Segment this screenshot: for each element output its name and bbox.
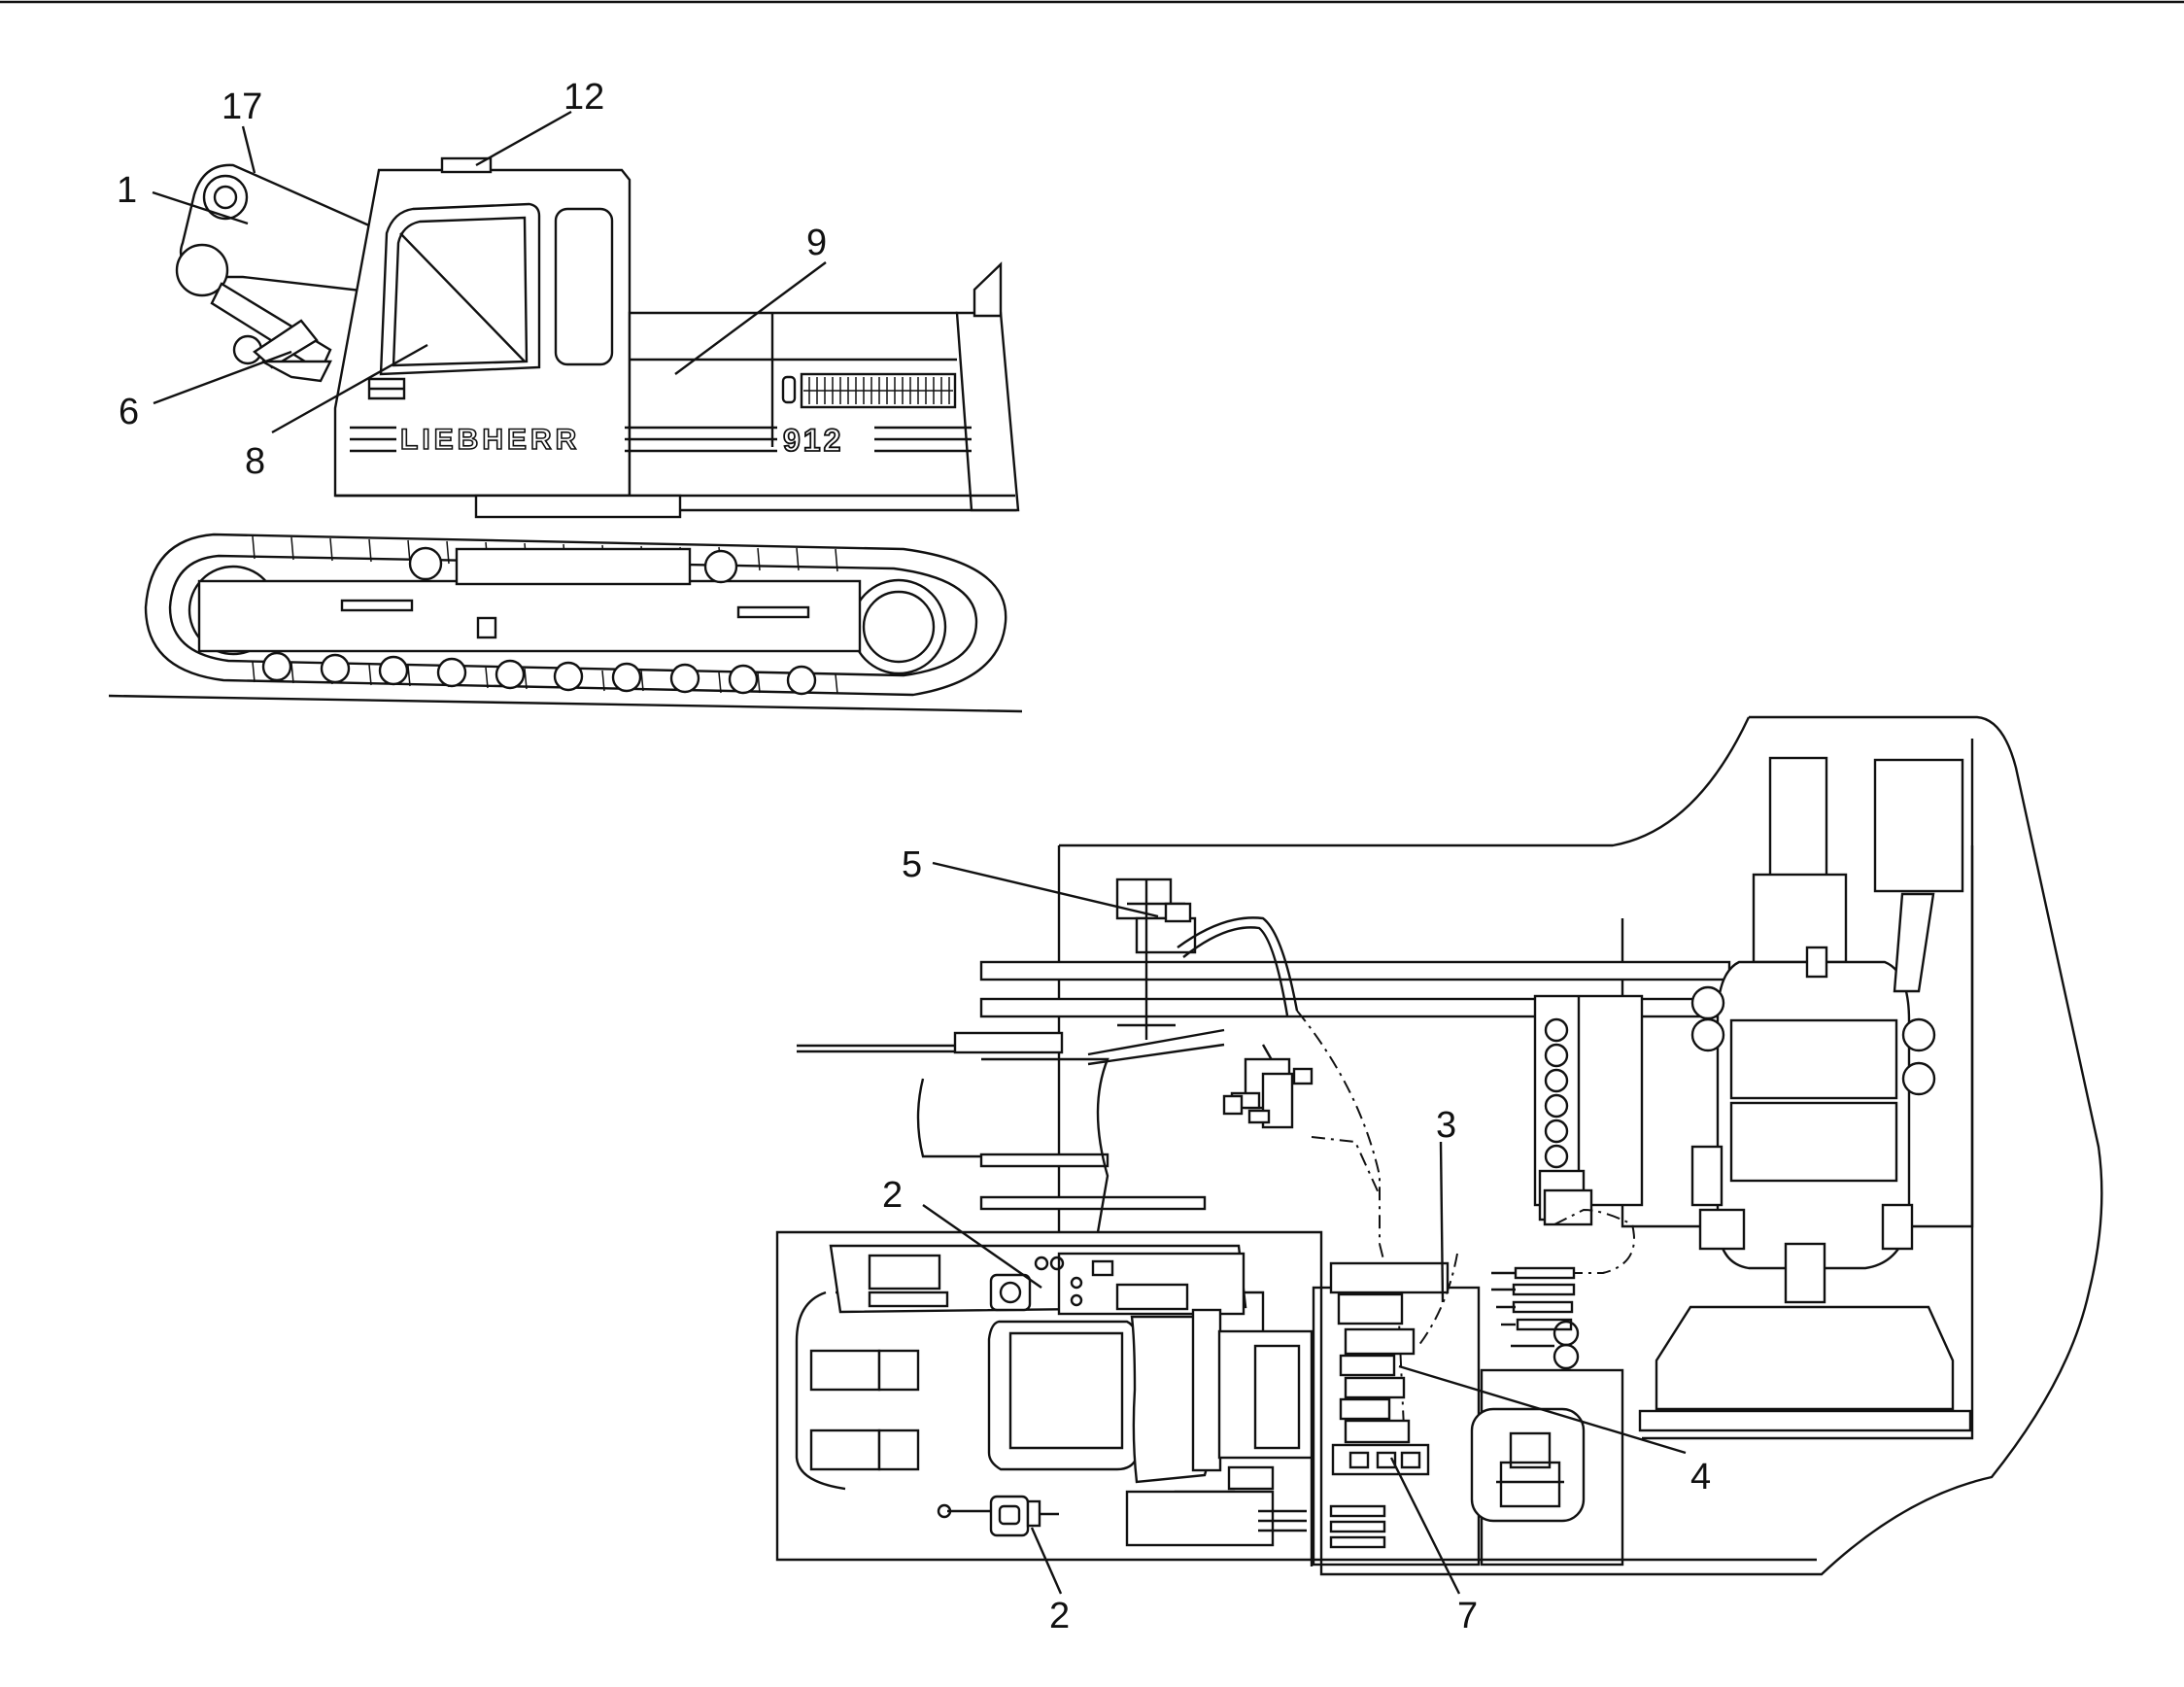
upper-carriage-outline xyxy=(775,715,2103,1576)
callout-7: 7 xyxy=(1457,1596,1478,1636)
battery-box xyxy=(1470,1368,1624,1566)
callout-labels: 1 17 12 9 6 8 5 3 2 2 4 7 xyxy=(117,77,1711,1636)
callout-1: 1 xyxy=(117,170,137,211)
callout-3: 3 xyxy=(1436,1105,1456,1146)
model-lettering: 912 xyxy=(783,423,843,458)
callout-9: 9 xyxy=(806,223,827,263)
excavator-side-view: LIEBHERR 912 xyxy=(108,156,1023,713)
callout-5: 5 xyxy=(902,844,922,885)
boom xyxy=(175,163,371,383)
engine-block xyxy=(1638,756,1972,1432)
hydraulic-lines xyxy=(797,916,1635,1429)
cab-floor-bottom xyxy=(1258,1504,1386,1549)
sprocket-wheel xyxy=(850,578,947,675)
cab-roof-light xyxy=(440,156,493,174)
operator-cab-plan xyxy=(795,1244,1314,1566)
frame-members xyxy=(979,960,1731,1211)
valve-stack xyxy=(1533,994,1644,1226)
callout-4: 4 xyxy=(1690,1457,1711,1498)
callout-12: 12 xyxy=(563,77,604,118)
callout-17: 17 xyxy=(222,86,262,127)
callout-8: 8 xyxy=(245,441,265,482)
engine-hood xyxy=(628,261,1020,512)
cab xyxy=(333,156,631,498)
ground-line xyxy=(108,694,1023,713)
callout-2-top: 2 xyxy=(882,1175,903,1216)
hose-connectors xyxy=(1491,1266,1580,1370)
excavator-plan-view xyxy=(775,715,2103,1576)
brand-lettering: LIEBHERR xyxy=(400,424,580,456)
valve-group-middle xyxy=(1222,1057,1314,1129)
leader-lines xyxy=(152,110,1687,1595)
exhaust-pipe xyxy=(973,261,1003,318)
crawler-track xyxy=(144,533,1007,697)
callout-6: 6 xyxy=(119,392,139,432)
pilot-valve-block xyxy=(1312,1261,1481,1566)
callout-2-bottom: 2 xyxy=(1049,1596,1070,1636)
